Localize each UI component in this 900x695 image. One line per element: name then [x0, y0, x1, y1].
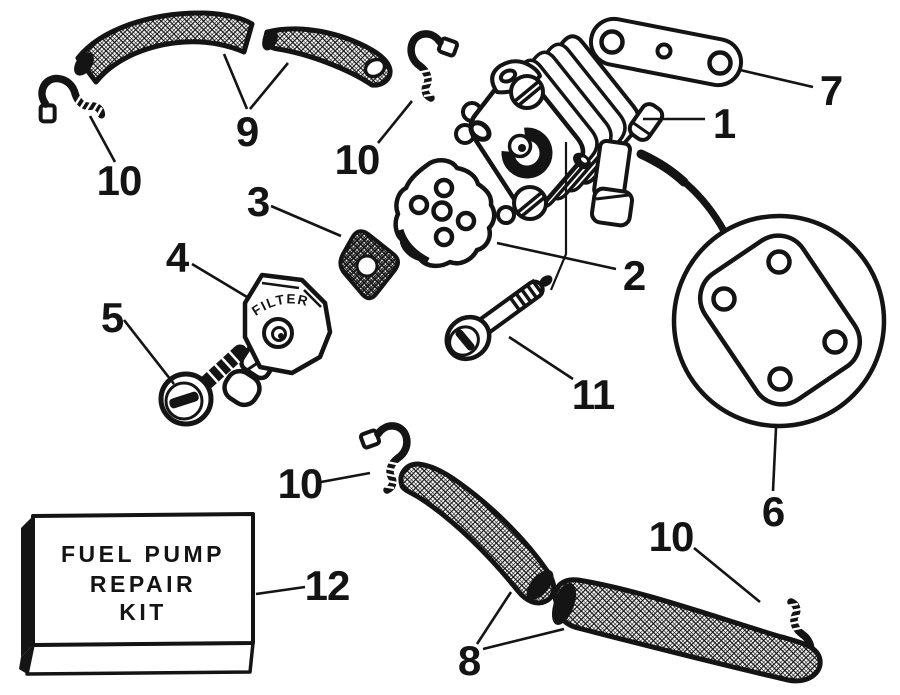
callout-1: 1 [713, 100, 736, 147]
detail-view-swoosh [637, 150, 728, 235]
callout-10-middle: 10 [278, 460, 323, 507]
callout-6: 6 [762, 488, 784, 535]
fuel-hose-upper-right [262, 26, 393, 88]
callout-12: 12 [305, 562, 350, 609]
fuel-pump-assembly [454, 34, 728, 235]
callout-10-upper-middle: 10 [335, 136, 380, 183]
kit-box-line-2: REPAIR [90, 571, 196, 597]
callout-10-top-left: 10 [97, 157, 142, 204]
callout-leader-lines [88, 53, 814, 651]
callout-2: 2 [623, 252, 645, 299]
repair-kit-box: FUEL PUMP REPAIR KIT [19, 512, 255, 676]
pump-top-screw [509, 74, 545, 110]
pump-inlet-nipple [627, 102, 665, 142]
callout-10-bottom-right: 10 [649, 513, 694, 560]
callout-4: 4 [166, 234, 190, 281]
diaphragm-gasket [393, 158, 497, 269]
callout-3: 3 [247, 178, 269, 225]
hose-clamp-upper-middle [411, 34, 458, 98]
mounting-plate [588, 16, 744, 88]
pump-outlet-nipple [589, 138, 635, 228]
pump-crescent-chamber [501, 127, 553, 179]
fuel-hose-lower-left [398, 461, 557, 606]
filter-cap-screw [158, 344, 248, 427]
kit-box-line-3: KIT [119, 599, 167, 625]
detail-gasket-plate [697, 233, 863, 407]
callout-7: 7 [820, 67, 842, 114]
pump-bottom-screw [512, 185, 548, 221]
filter-element [338, 229, 400, 301]
callout-8: 8 [458, 637, 481, 684]
callout-9: 9 [236, 108, 258, 155]
fuel-hose-lower-right [551, 577, 823, 684]
pump-mounting-screw [444, 275, 553, 362]
assembly-alignment-line [549, 142, 568, 291]
kit-box-line-1: FUEL PUMP [61, 541, 225, 567]
callout-11: 11 [572, 371, 615, 418]
gasket-detail-view [671, 213, 887, 429]
fuel-hose-upper-left [74, 10, 255, 85]
filter-cap: FILTER [222, 272, 333, 408]
callout-5: 5 [101, 294, 124, 341]
